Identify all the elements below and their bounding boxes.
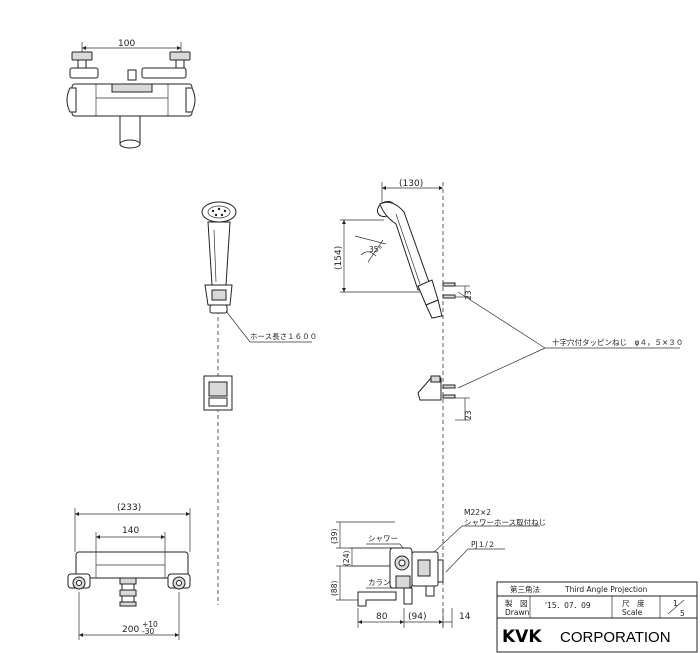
scale-jp: 尺 度 [622, 598, 645, 608]
shower-hose-thread-label: シャワーホース取付ねじ [464, 517, 546, 527]
side-body-offset-dim: (24) [342, 551, 351, 566]
scale-denominator: 5 [680, 609, 685, 618]
side-view: (130) (154) 35° 23 十字穴付タッピンねじ φ４，５×３０ [330, 179, 683, 630]
head-reach-dim: (130) [399, 179, 423, 189]
thread-size-label: M22×2 [464, 508, 491, 517]
head-angle-label: 35° [369, 245, 383, 254]
head-height-dim: (154) [334, 246, 344, 270]
spout-label: カラン [368, 578, 391, 587]
front-pitch-tol-upper: +10 [142, 620, 158, 629]
spout-length-dim: 80 [376, 612, 388, 622]
shower-head-front: ホース長さ１６００ [201, 201, 317, 605]
shower-label: シャワー [368, 534, 398, 543]
drawn-date: '15．07．09 [545, 601, 591, 610]
drawn-jp: 製 図 [505, 598, 528, 608]
pipe-thread-label: PJ１/２ [471, 540, 495, 549]
front-inner-width-dim: 140 [122, 526, 139, 536]
front-pitch-tol-lower: -30 [142, 627, 154, 636]
projection-jp: 第三角法 [510, 584, 540, 594]
title-block: 第三角法 Third Angle Projection 製 図 Drawn '1… [496, 581, 698, 653]
front-pitch-dim: 200 [122, 625, 139, 635]
top-width-dim: 100 [118, 39, 135, 49]
hanger-lower-offset-dim: 23 [464, 410, 473, 420]
side-spout-height-dim: (88) [330, 581, 339, 596]
scale-en: Scale [622, 608, 643, 617]
side-top-offset-dim: (39) [330, 529, 339, 544]
drawn-en: Drawn [505, 608, 530, 617]
hanger-upper-offset-dim: 23 [464, 290, 473, 300]
scale-numerator: 1 [673, 599, 678, 608]
hose-length-label: ホース長さ１６００ [250, 332, 317, 341]
brand-logo: KVK [502, 627, 542, 647]
wall-offset-dim: 14 [459, 612, 471, 622]
front-view: (233) 140 200 +10 -30 [67, 503, 191, 640]
top-view: 100 [66, 39, 196, 149]
front-overall-width-dim: (233) [117, 503, 141, 513]
wall-hanger-front [203, 375, 233, 411]
tapping-screw-label: 十字穴付タッピンねじ φ４，５×３０ [552, 337, 683, 347]
projection-en: Third Angle Projection [564, 585, 648, 594]
body-depth-dim: (94) [408, 612, 426, 622]
company-name: CORPORATION [560, 629, 671, 646]
